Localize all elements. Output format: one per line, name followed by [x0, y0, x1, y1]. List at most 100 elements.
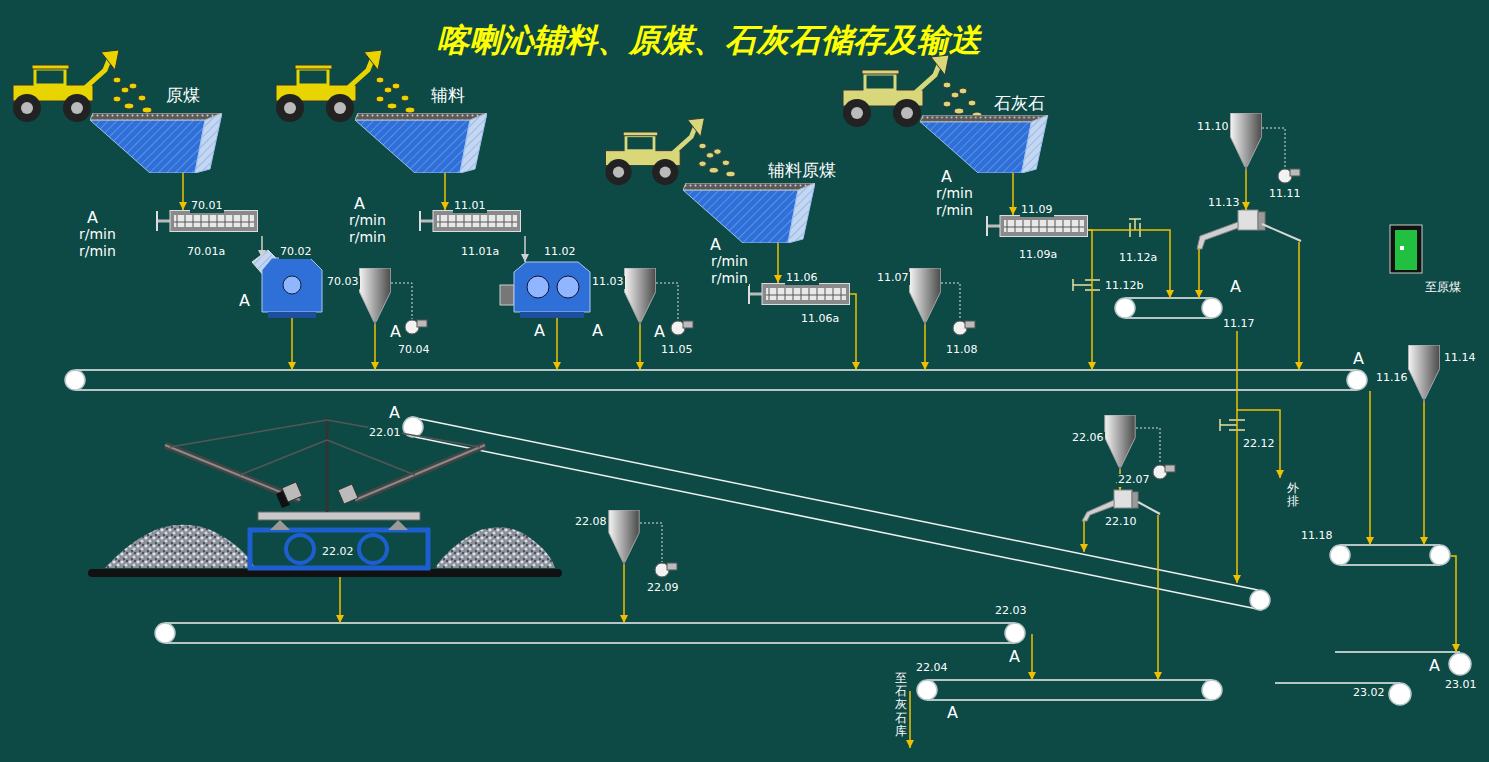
stacker-reclaimer: [388, 520, 408, 530]
flow-arrow: [374, 325, 376, 370]
crusher-figure: [557, 276, 579, 298]
fan-symbol: [655, 563, 677, 577]
silo: 22.08: [608, 510, 640, 565]
equipment-tag: 70.01a: [186, 246, 226, 259]
silo: 11.10: [1230, 113, 1262, 170]
stacker-reclaimer: [286, 535, 314, 563]
equipment-tag: 11.09: [1020, 204, 1054, 217]
crusher: 11.02: [500, 262, 590, 318]
flow-arrow: [1083, 521, 1085, 552]
flow-arrow: [777, 243, 779, 283]
crusher-figure: [252, 250, 590, 318]
equipment-tag: 11.03: [591, 276, 625, 289]
equipment-tag: 11.01a: [460, 246, 500, 259]
belt-conveyor: [1430, 545, 1450, 565]
screw-feeder: 11.0911.09a: [1000, 215, 1088, 237]
flow-arrow: [1298, 242, 1300, 370]
stacker-reclaimer: [327, 440, 415, 475]
crusher-figure: [520, 312, 584, 318]
belt-conveyor: [1449, 653, 1471, 675]
stacker-reclaimer: [359, 535, 387, 563]
flow-arrow: [291, 318, 293, 370]
callout-number: 23.02: [1352, 687, 1386, 700]
callout-number: 22.09: [646, 582, 680, 595]
valve-symbol: [1073, 284, 1092, 286]
equipment-tag: 11.18: [1300, 530, 1334, 543]
crusher: 70.02: [258, 258, 322, 318]
speed-unit: r/min: [935, 185, 974, 201]
equipment-tag: 11.10: [1196, 121, 1230, 134]
flow-arrow: [182, 173, 184, 210]
equipment-tag: 22.06: [1071, 432, 1105, 445]
hopper-label: 石灰石: [993, 94, 1046, 114]
belt-conveyor: [65, 298, 1471, 705]
valve-symbol: [1220, 424, 1237, 426]
equipment-tag: 11.06a: [800, 313, 840, 326]
discharge-arrow: [1237, 410, 1280, 478]
screw-feeder: [986, 216, 1088, 237]
discharge-arrow: [909, 691, 911, 748]
equipment-tag: 11.02: [543, 246, 577, 259]
speed-unit: r/min: [348, 212, 387, 228]
current-indicator: A: [653, 323, 666, 341]
callout-number: 11.08: [945, 344, 979, 357]
destination-label: 至原煤: [1424, 281, 1462, 295]
belt-conveyor: [1347, 370, 1367, 390]
callout-number: 11.12b: [1104, 280, 1144, 293]
hopper-figure: [90, 113, 1048, 243]
belt-conveyor: [1202, 298, 1222, 318]
hopper-label: 辅料: [430, 86, 466, 106]
distributor-figure: [1082, 210, 1301, 521]
screw-feeder: [156, 211, 258, 232]
belt-conveyor: [415, 437, 1262, 610]
belt-conveyor: [927, 679, 1212, 681]
equipment-tag: 22.08: [574, 516, 608, 529]
hopper-figure: [920, 115, 1048, 173]
front-loader: [13, 50, 152, 122]
stacker-reclaimer: [105, 525, 255, 568]
fan-leader: [656, 283, 678, 320]
equipment-tag: 11.17: [1222, 318, 1256, 331]
callout-number: 22.12: [1242, 438, 1276, 451]
belt-conveyor: 11.16: [65, 370, 1367, 390]
screw-feeder: 70.0170.01a: [170, 210, 258, 232]
callout-number: 11.11: [1268, 188, 1302, 201]
equipment-tag: 11.16: [1375, 372, 1409, 385]
distributor-figure: [1197, 222, 1238, 249]
current-indicator: A: [940, 168, 953, 186]
equipment-tag: 70.03: [326, 276, 360, 289]
flow-arrow: [444, 173, 446, 210]
flow-arrow: [1088, 230, 1170, 298]
belt-conveyor: 22.03: [155, 623, 1025, 643]
flow-arrow: [850, 294, 856, 370]
screw-feeder: [419, 211, 521, 232]
silo-figure: [1105, 415, 1135, 470]
flow-arrow: [623, 565, 625, 623]
silo: 11.07: [909, 268, 941, 325]
flow-arrow: [339, 577, 341, 623]
stacker-reclaimer: [165, 445, 300, 500]
distributor-figure: [1138, 502, 1160, 514]
distributor-figure: [1262, 224, 1301, 241]
speed-unit: r/min: [78, 243, 117, 259]
stacker-reclaimer: [270, 520, 290, 530]
stacker-reclaimer: [338, 484, 358, 504]
destination-label: 外排: [1286, 482, 1300, 508]
flow-arrow: [1245, 170, 1247, 210]
equipment-tag: 11.07: [876, 272, 910, 285]
equipment-tag: 70.01: [190, 200, 224, 213]
silo-figure: [1408, 345, 1439, 402]
stacker-reclaimer: [355, 445, 485, 500]
stacker-reclaimer: [258, 512, 420, 520]
fan-leader: [391, 283, 412, 319]
crusher-figure: [283, 276, 301, 294]
hopper-label: 原煤: [165, 86, 201, 106]
crusher-figure: [500, 285, 514, 305]
exit-door-icon: [1395, 230, 1417, 270]
flow-arrow: [639, 325, 641, 370]
flow-arrow: [1157, 515, 1159, 680]
callout-number: 70.04: [397, 344, 431, 357]
current-indicator: A: [86, 209, 99, 227]
